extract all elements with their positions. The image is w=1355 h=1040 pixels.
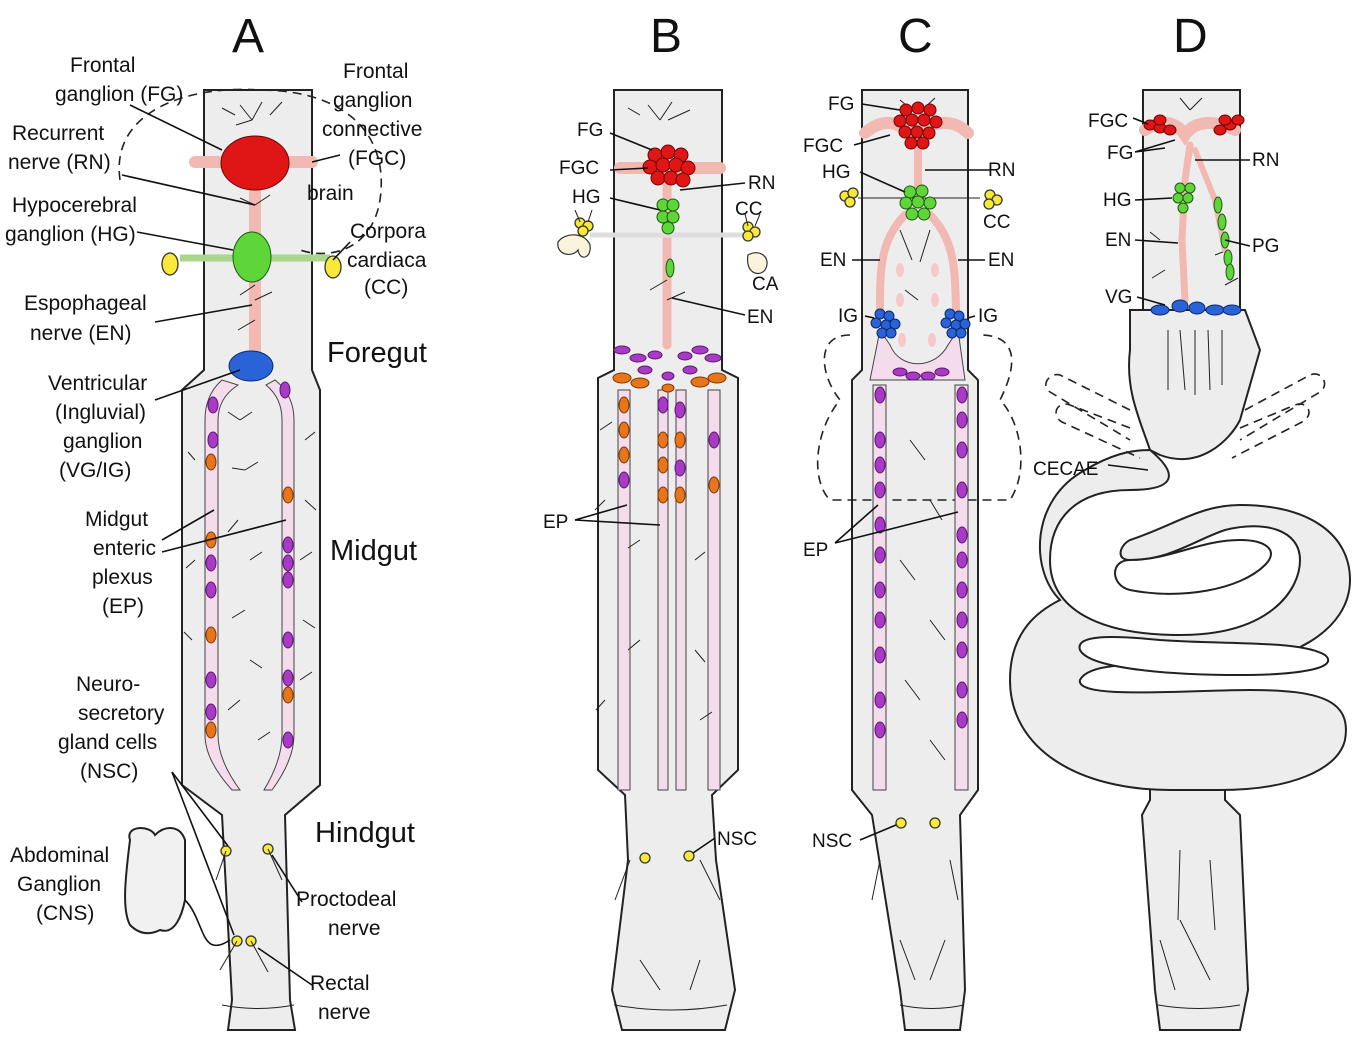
panel-d-hindgut xyxy=(1142,750,1248,1030)
label-hg-line1: Hypocerebral xyxy=(12,194,137,217)
panel-c-title: C xyxy=(898,10,933,63)
panel-c-label-en-right: EN xyxy=(988,250,1014,271)
panel-b-label-ep: EP xyxy=(543,512,568,533)
panel-b-label-nsc: NSC xyxy=(717,829,757,850)
panel-b-label-en: EN xyxy=(747,307,773,328)
label-fgc-line2: ganglion xyxy=(333,89,412,112)
panel-b-label-ca: CA xyxy=(752,274,779,295)
label-en-line1: Espophageal xyxy=(24,292,147,315)
region-hindgut: Hindgut xyxy=(315,817,415,849)
label-pn-line2: nerve xyxy=(328,917,381,940)
panel-b-label-rn: RN xyxy=(748,173,775,194)
label-en-line2: nerve (EN) xyxy=(30,322,132,345)
label-rn-line2: nerve (RN) xyxy=(8,151,111,174)
panel-c-label-ep: EP xyxy=(803,540,828,561)
panel-c-label-ig-right: IG xyxy=(978,306,998,327)
panel-d-label-en: EN xyxy=(1105,230,1131,251)
panel-b-nsc-left xyxy=(640,853,650,863)
region-midgut: Midgut xyxy=(330,535,417,567)
panel-c-label-fg: FG xyxy=(828,94,854,115)
panel-d-title: D xyxy=(1173,10,1208,63)
label-vg-line2: (Ingluvial) xyxy=(55,401,146,424)
label-nsc-line2: secretory xyxy=(78,702,165,725)
label-nsc-line1: Neuro- xyxy=(76,673,140,696)
panel-d-label-fgc: FGC xyxy=(1088,111,1128,132)
panel-a-ventricular-ganglion xyxy=(229,351,273,381)
panel-d-coiled-midgut xyxy=(1010,450,1350,790)
panel-d-label-vg: VG xyxy=(1105,287,1132,308)
panel-a: A xyxy=(5,10,427,1030)
panel-b-label-cc: CC xyxy=(735,199,762,220)
label-pn-line1: Proctodeal xyxy=(296,888,396,911)
panel-b-nsc-right xyxy=(684,851,694,861)
panel-d-label-pg: PG xyxy=(1252,236,1279,257)
panel-b-title: B xyxy=(650,10,682,63)
label-ag-line2: Ganglion xyxy=(17,873,101,896)
label-nsc-line3: gland cells xyxy=(58,731,157,754)
label-ep-line3: plexus xyxy=(92,566,153,589)
panel-d-label-cecae: CECAE xyxy=(1033,459,1098,480)
panel-d-label-fg: FG xyxy=(1107,143,1133,164)
panel-a-title: A xyxy=(232,10,264,63)
label-vg-line4: (VG/IG) xyxy=(59,459,131,482)
panel-c-label-fgc: FGC xyxy=(803,136,843,157)
panel-c-label-cc: CC xyxy=(983,212,1010,233)
panel-c-label-en-left: EN xyxy=(820,250,846,271)
panel-c-nsc-right xyxy=(930,818,940,828)
label-ep-line4: (EP) xyxy=(102,595,144,618)
label-fgc-line1: Frontal xyxy=(343,60,408,83)
label-cc-line2: cardiaca xyxy=(347,249,427,272)
label-fgc-line4: (FGC) xyxy=(348,147,406,170)
label-fg-line2: ganglion (FG) xyxy=(55,83,183,106)
label-rn-line1: Recurrent xyxy=(12,122,104,145)
label-brain: brain xyxy=(307,182,354,205)
panel-a-frontal-ganglion xyxy=(221,136,289,190)
panel-b-label-fg: FG xyxy=(577,120,603,141)
label-fg-line1: Frontal xyxy=(70,54,135,77)
label-hg-line2: ganglion (HG) xyxy=(5,223,136,246)
panel-c-label-ig-left: IG xyxy=(838,306,858,327)
panel-c-label-nsc: NSC xyxy=(812,831,852,852)
label-nsc-line4: (NSC) xyxy=(80,760,138,783)
label-rectal-line2: nerve xyxy=(318,1001,371,1024)
panel-d-label-rn: RN xyxy=(1252,150,1279,171)
label-ep-line1: Midgut xyxy=(85,508,148,531)
panel-c-label-hg: HG xyxy=(822,162,851,183)
label-ag-line1: Abdominal xyxy=(10,844,109,867)
panel-b-label-hg: HG xyxy=(572,187,601,208)
label-vg-line1: Ventricular xyxy=(48,372,147,395)
panel-c-nsc-left xyxy=(896,818,906,828)
label-fgc-line3: connective xyxy=(322,118,422,141)
label-cc-line1: Corpora xyxy=(350,220,426,243)
panel-c-label-rn: RN xyxy=(988,160,1015,181)
panel-b: B xyxy=(543,10,779,1030)
label-ag-line3: (CNS) xyxy=(36,902,94,925)
panel-b-label-fgc: FGC xyxy=(559,158,599,179)
panel-a-abdominal-ganglion xyxy=(125,828,185,933)
panel-a-hypocerebral-ganglion xyxy=(233,232,271,282)
label-ep-line2: enteric xyxy=(93,537,156,560)
panel-a-corpus-cardiacum-left xyxy=(162,253,178,275)
panel-d-label-hg: HG xyxy=(1103,190,1132,211)
label-rectal-line1: Rectal xyxy=(310,972,370,995)
region-foregut: Foregut xyxy=(327,337,427,369)
panel-c: C xyxy=(803,10,1021,1030)
label-vg-line3: ganglion xyxy=(63,430,142,453)
label-cc-line3: (CC) xyxy=(364,276,408,299)
panel-d: D xyxy=(1010,10,1350,1030)
